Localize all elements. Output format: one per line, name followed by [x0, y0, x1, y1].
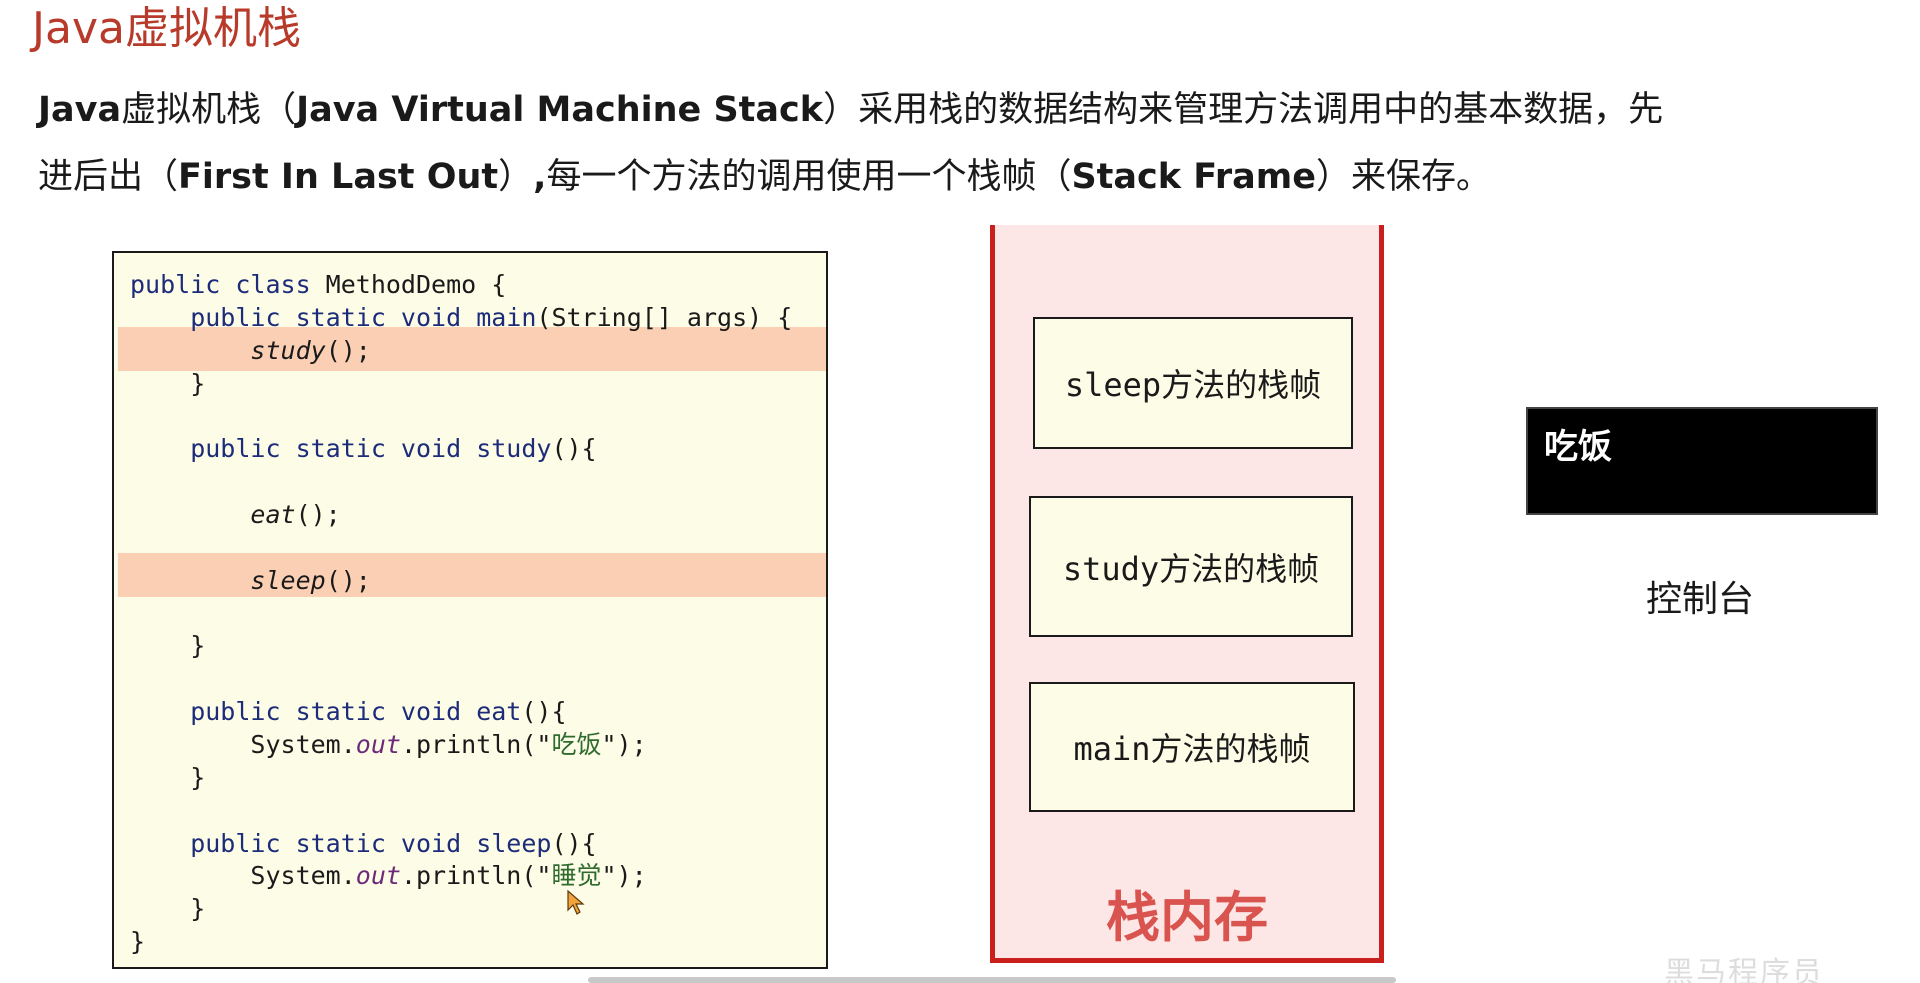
- horizontal-scrollbar[interactable]: [588, 977, 1396, 983]
- code-token: ");: [601, 730, 647, 759]
- code-token: public static void: [130, 434, 477, 463]
- description-run: 虚拟机栈（: [121, 90, 297, 130]
- code-token: ();: [295, 500, 341, 529]
- description-run: Stack Frame: [1071, 157, 1316, 197]
- description-run: ）采用栈的数据结构来管理方法调用中的基本数据，先: [823, 90, 1664, 130]
- code-token: main: [476, 303, 537, 332]
- description-line-2: 进后出（First In Last Out）,每一个方法的调用使用一个栈帧（St…: [38, 155, 1491, 199]
- description-run: 每一个方法的调用使用一个栈帧（: [546, 157, 1072, 197]
- slide-title: Java虚拟机栈: [32, 3, 301, 54]
- code-highlight-sleep-call: [118, 553, 826, 597]
- code-line: }: [130, 631, 205, 661]
- console-label: 控制台: [1646, 579, 1755, 620]
- console-output-box: 吃饭: [1526, 407, 1878, 515]
- code-line: public static void main(String[] args) {: [130, 303, 792, 333]
- description-run: Java Virtual Machine Stack: [296, 90, 824, 130]
- code-token: MethodDemo {: [325, 270, 507, 299]
- code-token: (){: [521, 697, 567, 726]
- code-token: sleep: [250, 566, 326, 595]
- description-run: ,: [533, 157, 547, 197]
- code-line: public static void sleep(){: [130, 829, 597, 859]
- code-token: System.: [130, 861, 356, 890]
- code-line: sleep();: [130, 566, 371, 596]
- code-token: [130, 566, 250, 595]
- code-token: }: [130, 927, 146, 956]
- mouse-cursor-icon: [567, 890, 585, 915]
- code-token: }: [130, 369, 206, 398]
- stack-memory: sleep方法的栈帧 study方法的栈帧 main方法的栈帧 栈内存: [990, 225, 1384, 963]
- code-token: public static void: [130, 829, 477, 858]
- code-line: public static void study(){: [130, 434, 597, 464]
- code-token: public static void: [130, 697, 477, 726]
- stack-frame-main: main方法的栈帧: [1029, 682, 1355, 812]
- code-token: 吃饭: [551, 730, 602, 759]
- code-token: }: [130, 631, 206, 660]
- description-run: ）来保存。: [1316, 157, 1492, 197]
- code-token: study: [476, 434, 552, 463]
- description-run: Java: [38, 90, 122, 130]
- code-token: (){: [551, 434, 597, 463]
- code-token: 睡觉: [551, 861, 602, 890]
- code-line: }: [130, 927, 145, 957]
- code-token: public static void: [130, 303, 477, 332]
- code-token: }: [130, 894, 206, 923]
- code-token: }: [130, 763, 206, 792]
- code-token: sleep: [476, 829, 552, 858]
- code-line: }: [130, 369, 205, 399]
- code-token: System.: [130, 730, 356, 759]
- code-token: ();: [325, 566, 371, 595]
- stack-memory-label: 栈内存: [1106, 886, 1268, 949]
- code-line: }: [130, 763, 205, 793]
- code-token: public class: [130, 270, 326, 299]
- code-token: ");: [601, 861, 647, 890]
- description-run: 进后出（: [38, 157, 179, 197]
- code-line: }: [130, 894, 205, 924]
- code-token: (String[] args) {: [536, 303, 793, 332]
- code-token: eat: [250, 500, 296, 529]
- code-line: System.out.println("吃饭");: [130, 730, 647, 760]
- code-token: .println(": [400, 730, 552, 759]
- description-run: ）: [498, 157, 534, 197]
- code-token: out: [355, 861, 401, 890]
- code-token: ();: [325, 336, 371, 365]
- code-panel: public class MethodDemo { public static …: [112, 251, 828, 969]
- code-token: [130, 500, 250, 529]
- code-line: eat();: [130, 500, 341, 530]
- code-line: public class MethodDemo {: [130, 270, 506, 300]
- stack-frame-study: study方法的栈帧: [1029, 496, 1353, 637]
- code-line: System.out.println("睡觉");: [130, 861, 647, 891]
- code-line: study();: [130, 336, 371, 366]
- description-run: First In Last Out: [178, 157, 499, 197]
- code-token: study: [250, 336, 326, 365]
- code-highlight-study-call: [118, 327, 826, 371]
- watermark-logo: 黑马程序员: [1664, 956, 1824, 983]
- stack-frame-sleep: sleep方法的栈帧: [1033, 317, 1353, 449]
- code-token: eat: [476, 697, 522, 726]
- code-token: [130, 336, 250, 365]
- code-token: .println(": [400, 861, 552, 890]
- code-token: (){: [551, 829, 597, 858]
- console-output-text: 吃饭: [1544, 427, 1612, 467]
- code-line: public static void eat(){: [130, 697, 567, 727]
- code-token: out: [355, 730, 401, 759]
- description-line-1: Java虚拟机栈（Java Virtual Machine Stack）采用栈的…: [38, 88, 1663, 132]
